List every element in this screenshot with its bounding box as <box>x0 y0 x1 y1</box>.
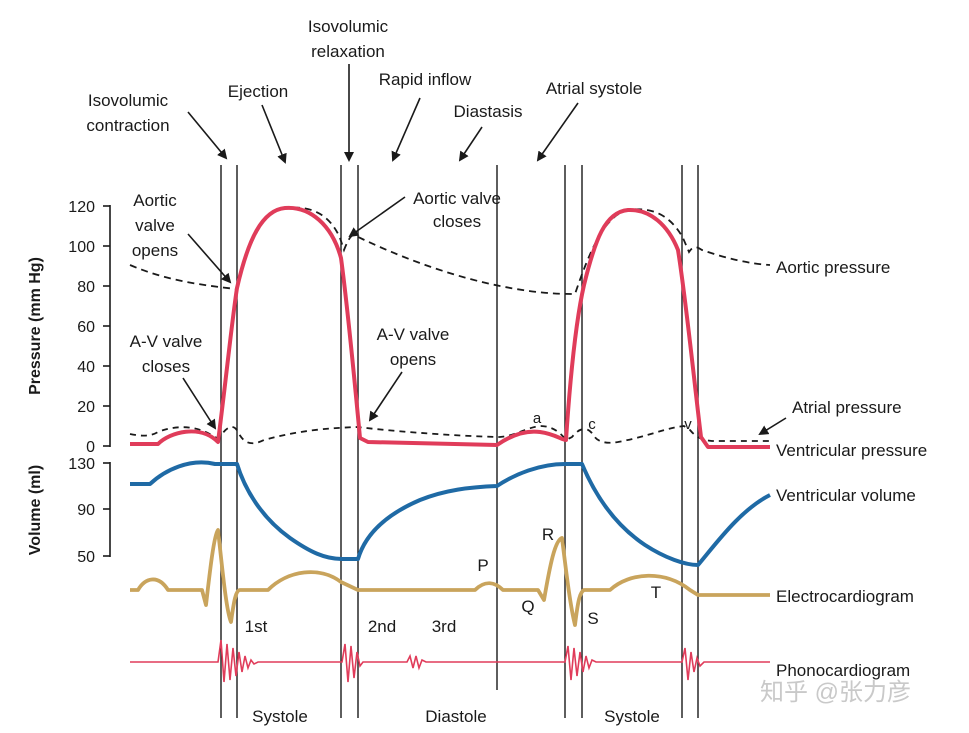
isovolumic-relaxation-label-2: relaxation <box>311 42 385 61</box>
arrow-icon <box>758 417 787 436</box>
atrial-pressure-curve <box>129 425 772 445</box>
pressure-tick: 20 <box>77 399 95 416</box>
ecg-p-label: P <box>477 556 488 575</box>
phase-labels: Isovolumic contraction Ejection Isovolum… <box>86 17 642 135</box>
phase-dividers <box>220 165 699 718</box>
atrial-systole-label: Atrial systole <box>546 79 642 98</box>
isovolumic-contraction-label-2: contraction <box>86 116 169 135</box>
volume-tick: 90 <box>77 502 95 519</box>
ventricular-pressure-label: Ventricular pressure <box>776 441 927 460</box>
valve-arrows <box>182 196 787 436</box>
period-diastole: Diastole <box>425 707 486 726</box>
electrocardiogram-label: Electrocardiogram <box>776 587 914 606</box>
isovolumic-contraction-label-1: Isovolumic <box>88 91 169 110</box>
valve-labels: Aortic valve opens Aortic valve closes A… <box>130 189 501 376</box>
ecg-s-label: S <box>587 609 598 628</box>
volume-axis-title: Volume (ml) <box>27 465 44 555</box>
arrow-icon <box>261 104 287 164</box>
pressure-tick: 120 <box>68 199 95 216</box>
arrow-icon <box>187 111 228 160</box>
heart-sound-1st: 1st <box>245 617 268 636</box>
heart-sound-3rd: 3rd <box>432 617 457 636</box>
ejection-label: Ejection <box>228 82 288 101</box>
pressure-axis: 120 100 80 60 40 20 0 Pressure (mm Hg) <box>27 199 111 456</box>
aortic-pressure-label: Aortic pressure <box>776 258 890 277</box>
phonocardiogram-label: Phonocardiogram <box>776 661 910 680</box>
ecg-trace <box>130 528 770 627</box>
arrow-icon <box>536 102 579 162</box>
volume-axis: 130 90 50 Volume (ml) <box>27 456 111 566</box>
atrial-pressure-label: Atrial pressure <box>792 398 902 417</box>
wave-a-label: a <box>533 410 542 427</box>
arrow-icon <box>391 97 421 162</box>
rapid-inflow-label: Rapid inflow <box>379 70 472 89</box>
arrow-icon <box>458 126 483 162</box>
period-systole-2: Systole <box>604 707 660 726</box>
aortic-opens-label-1: Aortic <box>133 191 177 210</box>
arrow-icon <box>348 196 406 238</box>
wave-c-label: c <box>588 416 596 433</box>
arrow-icon <box>187 233 232 284</box>
heart-sound-2nd: 2nd <box>368 617 396 636</box>
ecg-q-label: Q <box>521 597 534 616</box>
arrow-icon <box>368 371 403 422</box>
ventricular-volume-label: Ventricular volume <box>776 486 916 505</box>
volume-tick: 50 <box>77 549 95 566</box>
pressure-tick: 40 <box>77 359 95 376</box>
pressure-tick: 100 <box>68 239 95 256</box>
av-closes-label-1: A-V valve <box>130 332 203 351</box>
period-systole-1: Systole <box>252 707 308 726</box>
aortic-opens-label-3: opens <box>132 241 178 260</box>
diastasis-label: Diastasis <box>454 102 523 121</box>
pressure-tick: 80 <box>77 279 95 296</box>
av-closes-label-2: closes <box>142 357 190 376</box>
av-opens-label-2: opens <box>390 350 436 369</box>
phonocardiogram-trace <box>130 639 770 683</box>
pressure-tick: 60 <box>77 319 95 336</box>
ventricular-volume-curve <box>130 460 771 567</box>
aortic-opens-label-2: valve <box>135 216 175 235</box>
ecg-r-label: R <box>542 525 554 544</box>
ventricular-pressure-curve <box>130 205 770 449</box>
pressure-tick: 0 <box>86 439 95 456</box>
trace-labels: Aortic pressure Atrial pressure Ventricu… <box>776 258 927 680</box>
av-opens-label-1: A-V valve <box>377 325 450 344</box>
aortic-closes-label-1: Aortic valve <box>413 189 501 208</box>
ecg-t-label: T <box>651 583 661 602</box>
pressure-axis-title: Pressure (mm Hg) <box>27 257 44 395</box>
isovolumic-relaxation-label-1: Isovolumic <box>308 17 389 36</box>
watermark: 知乎 @张力彦 <box>760 679 911 706</box>
arrow-icon <box>182 377 217 430</box>
phase-arrows <box>187 64 579 164</box>
aortic-closes-label-2: closes <box>433 212 481 231</box>
volume-tick: 130 <box>68 456 95 473</box>
wave-v-label: v <box>684 416 692 433</box>
